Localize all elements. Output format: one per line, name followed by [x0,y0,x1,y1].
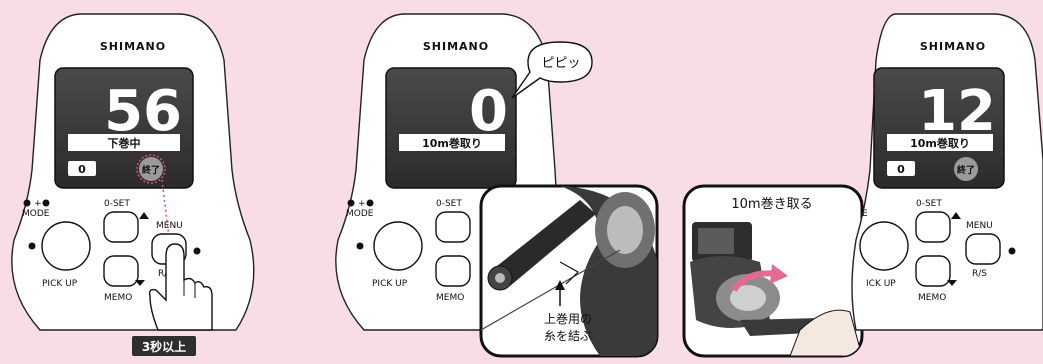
menu-label: MENU [156,221,183,231]
beep-speech-bubble [511,41,593,99]
pick-up-button [41,221,91,271]
memo-label: MEMO [104,293,132,303]
photo1-caption-line1: 上巻用の [544,312,592,326]
sub-value: 0 [897,163,905,176]
end-button-label: 終了 [957,164,975,176]
status-bar [887,134,993,151]
svg-text:+: + [34,199,42,209]
counter-device-panel-1: SHIMANO 56 下巻中 0 終了 + MODE 0-SET MENU PI… [11,13,255,356]
status-text: 下巻中 [108,136,141,150]
pick-up-label: PICK UP [372,279,408,289]
brand-logo: SHIMANO [423,40,489,53]
photo-inset-wind-line: 10m巻き取る [682,184,864,358]
memo-button [435,255,471,287]
zero-set-button [103,211,139,243]
end-button-label: 終了 [142,164,160,176]
hold-duration-badge [132,336,196,356]
end-button [139,157,163,181]
beep-text: ピピッ [541,56,580,71]
pick-up-button [859,221,909,271]
memo-label: MEMO [436,293,464,303]
pick-up-label: ICK UP [866,279,896,289]
edge-label: E [862,209,868,219]
pick-up-button [373,221,423,271]
counter-device-panel-3: SHIMANO 12 10m巻取り 0 終了 E 0-SET MENU ICK … [851,13,1043,331]
counter-display: 0 [469,79,508,144]
status-text: 10m巻取り [422,136,482,150]
sub-value: 0 [78,163,86,176]
zero-set-label: 0-SET [104,199,130,209]
lcd-screen [873,67,1005,189]
status-text: 10m巻取り [910,136,970,150]
lcd-screen [385,67,517,189]
hold-duration-label: 3秒以上 [142,339,186,354]
brand-logo: SHIMANO [100,40,166,53]
memo-label: MEMO [918,293,946,303]
rs-label: R/S [972,269,987,279]
counter-display: 12 [918,79,996,144]
mode-label: MODE [346,209,374,219]
photo1-caption-line2: 糸を結ぶ [544,329,592,343]
zero-set-label: 0-SET [436,199,462,209]
sub-value-box [68,161,96,176]
status-bar [68,134,180,151]
zero-set-button [915,211,951,243]
menu-label: MENU [966,221,993,231]
zero-set-label: 0-SET [916,199,942,209]
rs-label: R/ [158,269,168,279]
mode-label: MODE [22,209,50,219]
status-bar [399,134,505,151]
photo-inset-tie-line: 上巻用の 糸を結ぶ [479,184,659,358]
zero-set-button [435,211,471,243]
svg-text:+: + [358,199,366,209]
menu-button [965,233,1001,265]
sub-value-box [887,161,915,176]
memo-button [915,255,951,287]
pressing-finger-icon [148,243,213,331]
counter-display: 56 [104,79,182,144]
memo-button [103,255,139,287]
photo2-caption: 10m巻き取る [731,197,812,212]
end-button [954,157,978,181]
brand-logo: SHIMANO [920,40,986,53]
pick-up-label: PICK UP [42,279,78,289]
